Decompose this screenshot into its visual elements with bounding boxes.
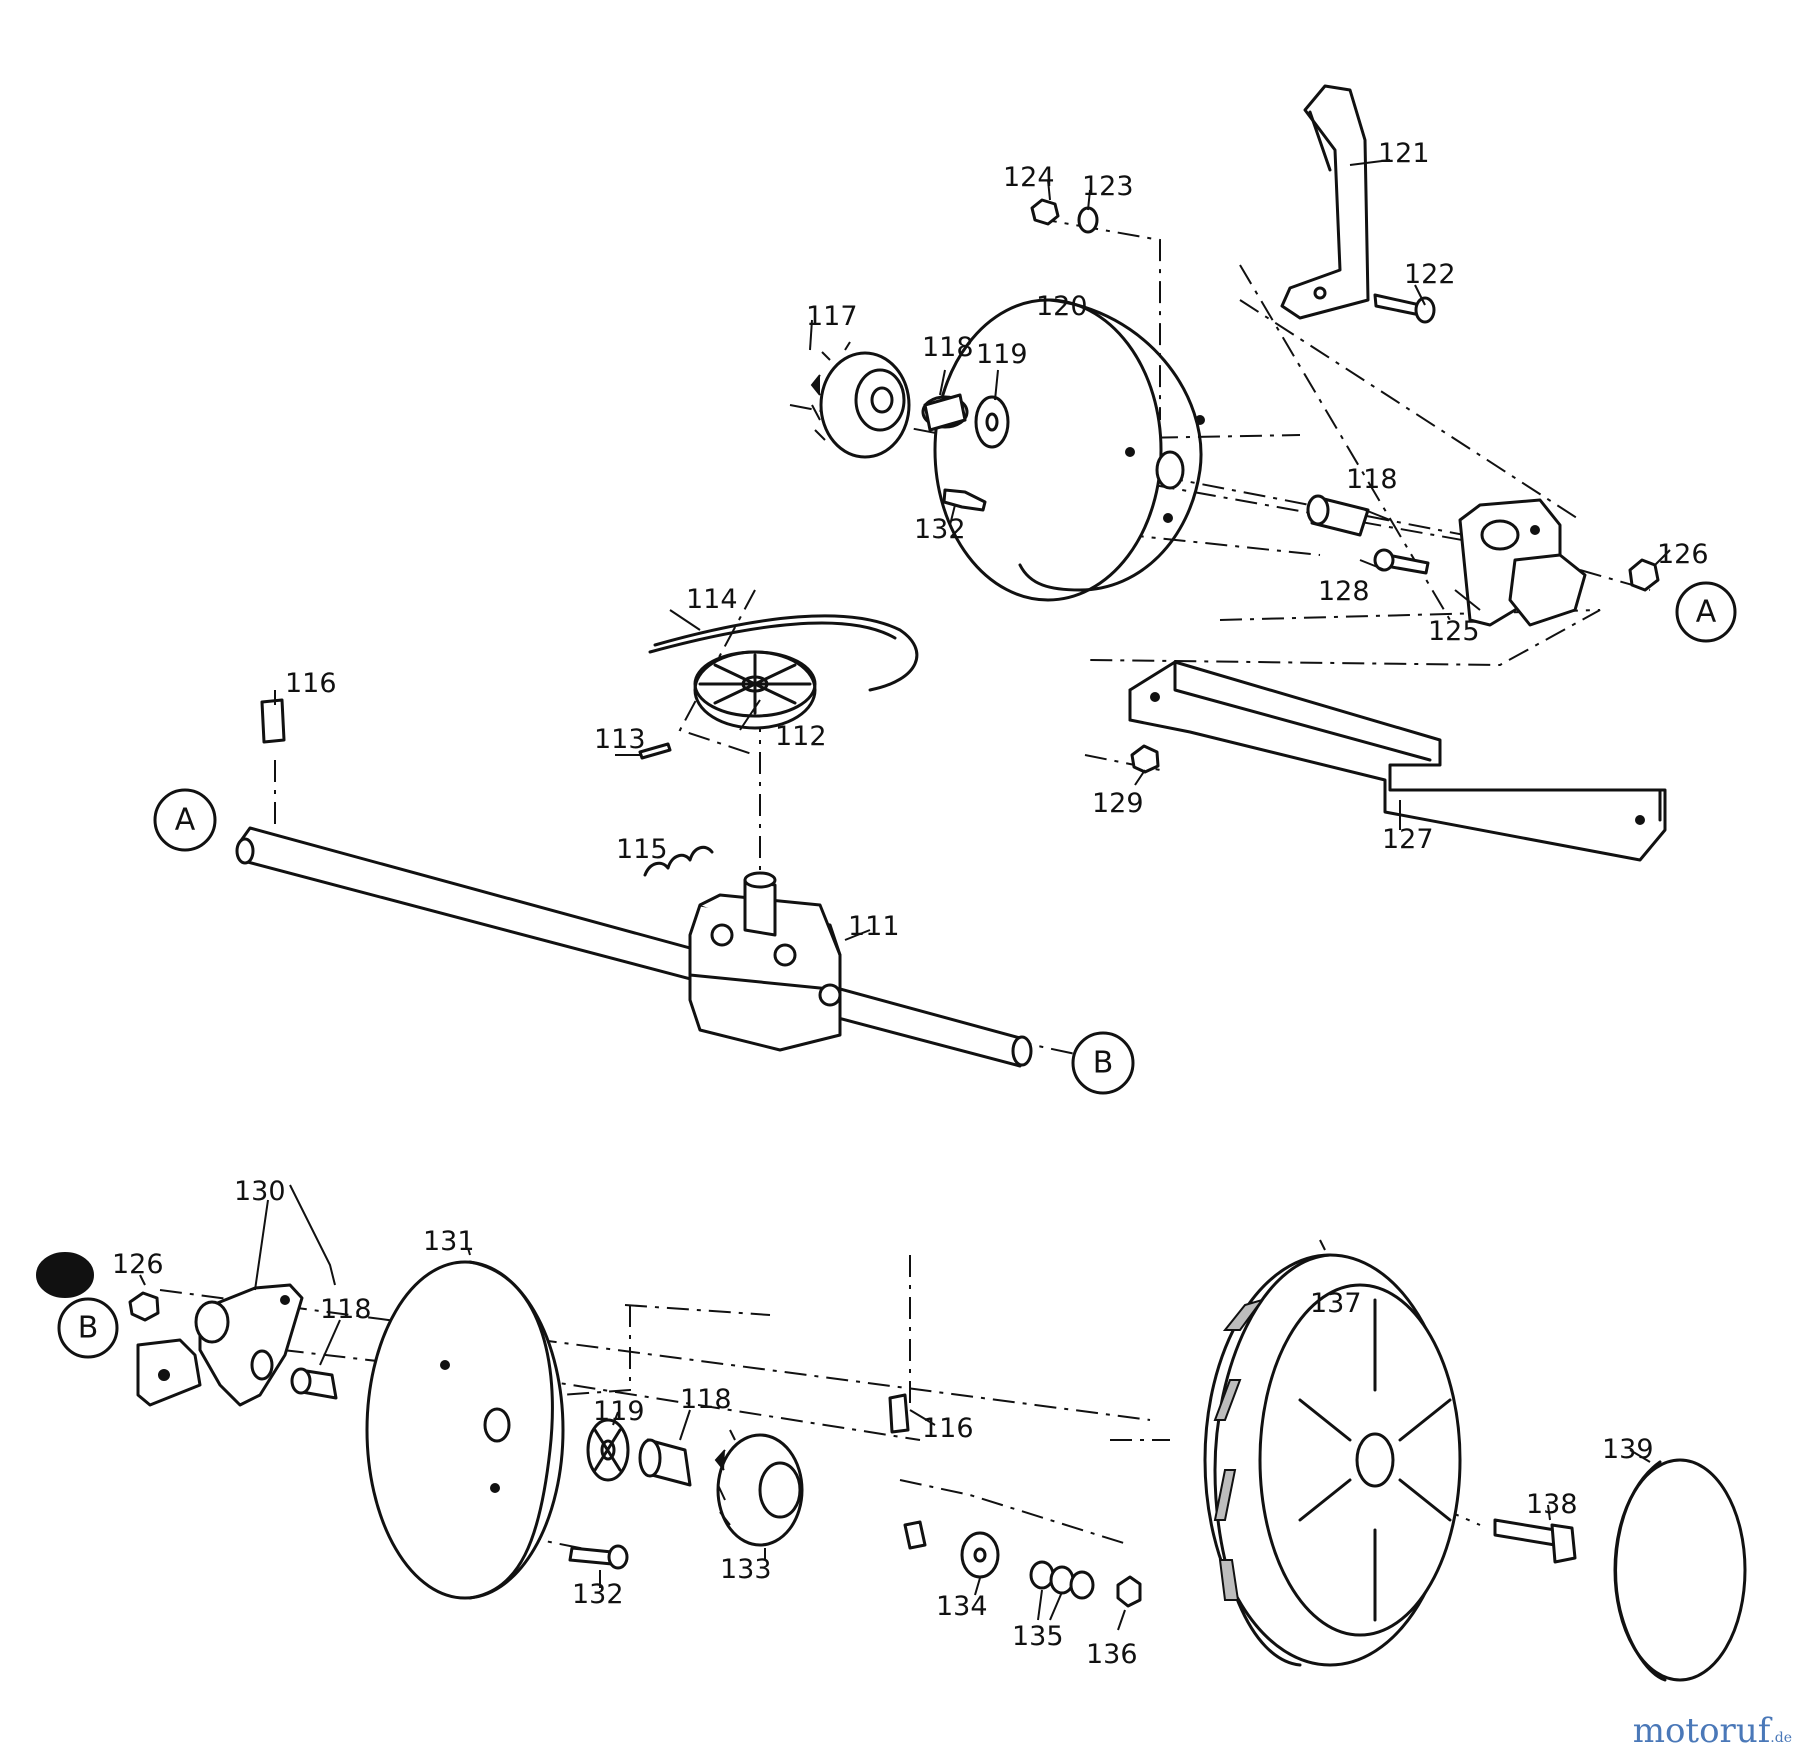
part-number: 132 xyxy=(572,1579,624,1610)
ref-a-left-label: A xyxy=(175,803,196,838)
washer-123 xyxy=(1077,206,1099,234)
part-number: 130 xyxy=(234,1176,286,1207)
part-number: 131 xyxy=(423,1226,475,1257)
part-number: 137 xyxy=(1310,1288,1362,1319)
part-number: 134 xyxy=(936,1591,988,1622)
part-number: 124 xyxy=(1003,162,1055,193)
bracket-130 xyxy=(136,1283,304,1407)
washer-119-a xyxy=(974,395,1010,449)
gear-117 xyxy=(810,341,911,459)
key-116-top xyxy=(260,698,286,744)
part-numbers: 111 112 113 114 115 116 116 117 118 118 … xyxy=(112,138,1709,1670)
ref-b-right: B xyxy=(1071,1031,1135,1095)
nut-126-bottom xyxy=(128,1291,160,1322)
ref-a-right: A xyxy=(1675,581,1737,643)
part-number: 111 xyxy=(848,911,900,942)
drive-belt xyxy=(648,614,919,692)
shaft-138 xyxy=(1493,1518,1577,1564)
cap-139 xyxy=(1613,1458,1747,1682)
part-number: 113 xyxy=(594,724,646,755)
key-pin xyxy=(638,742,672,760)
part-number: 115 xyxy=(616,834,668,865)
watermark-tld: .de xyxy=(1770,1730,1792,1746)
washers-135 xyxy=(1029,1560,1095,1600)
nut-126-top xyxy=(1628,558,1660,592)
part-number: 118 xyxy=(680,1384,732,1415)
part-number: 139 xyxy=(1602,1434,1654,1465)
part-number: 119 xyxy=(593,1396,645,1427)
wheel-disc-120 xyxy=(933,298,1205,602)
part-number: 136 xyxy=(1086,1639,1138,1670)
part-number: 126 xyxy=(1657,539,1709,570)
part-number: 116 xyxy=(285,668,337,699)
ref-a-left: A xyxy=(153,788,217,852)
ref-b-left-label: B xyxy=(78,1311,99,1346)
part-number: 120 xyxy=(1036,291,1088,322)
nut-124 xyxy=(1030,198,1060,226)
part-number: 112 xyxy=(775,721,827,752)
nut-129 xyxy=(1130,744,1160,774)
lever-121 xyxy=(1280,84,1370,320)
part-number: 133 xyxy=(720,1554,772,1585)
part-number: 116 xyxy=(922,1413,974,1444)
watermark: motoruf.de xyxy=(1633,1711,1792,1751)
screw-pin xyxy=(903,1520,927,1550)
screw-132-bottom xyxy=(568,1544,629,1570)
part-number: 126 xyxy=(112,1249,164,1280)
ref-b-left: B xyxy=(57,1297,119,1359)
screw-132-top xyxy=(942,488,987,512)
part-number: 127 xyxy=(1382,824,1434,855)
part-number: 125 xyxy=(1428,616,1480,647)
part-number: 117 xyxy=(806,301,858,332)
bushing-118-b xyxy=(1306,494,1370,537)
spring xyxy=(643,845,714,877)
cap-black xyxy=(36,1252,94,1298)
part-number: 123 xyxy=(1082,171,1134,202)
part-number: 138 xyxy=(1526,1489,1578,1520)
part-number: 118 xyxy=(320,1294,372,1325)
part-number: 129 xyxy=(1092,788,1144,819)
watermark-brand: motoruf xyxy=(1632,1711,1771,1751)
part-number: 118 xyxy=(922,332,974,363)
ref-a-right-label: A xyxy=(1696,595,1717,630)
bushing-118-c xyxy=(290,1367,338,1400)
pulley xyxy=(693,650,817,730)
washer-134 xyxy=(960,1531,1000,1579)
callout-lines xyxy=(139,159,1671,1631)
key-116-bottom xyxy=(888,1393,910,1434)
part-number: 132 xyxy=(914,514,966,545)
part-number: 135 xyxy=(1012,1621,1064,1652)
part-number: 114 xyxy=(686,584,738,615)
part-number: 118 xyxy=(1346,464,1398,495)
wheel-137 xyxy=(1203,1253,1462,1667)
bolt-122 xyxy=(1373,293,1436,324)
bracket-125 xyxy=(1458,498,1587,627)
washer-119-b xyxy=(586,1418,630,1482)
nut-136 xyxy=(1116,1575,1142,1608)
ref-b-right-label: B xyxy=(1093,1046,1114,1081)
wheel-disc-131 xyxy=(365,1260,565,1600)
bushing-118-a xyxy=(921,393,969,432)
part-number: 128 xyxy=(1318,576,1370,607)
bushing-118-d xyxy=(638,1438,692,1487)
part-number: 121 xyxy=(1378,138,1430,169)
part-number: 122 xyxy=(1404,259,1456,290)
gear-133 xyxy=(714,1429,804,1547)
gearbox-axle-assembly xyxy=(235,826,1033,1068)
part-number: 119 xyxy=(976,339,1028,370)
bar-127 xyxy=(1128,660,1667,862)
